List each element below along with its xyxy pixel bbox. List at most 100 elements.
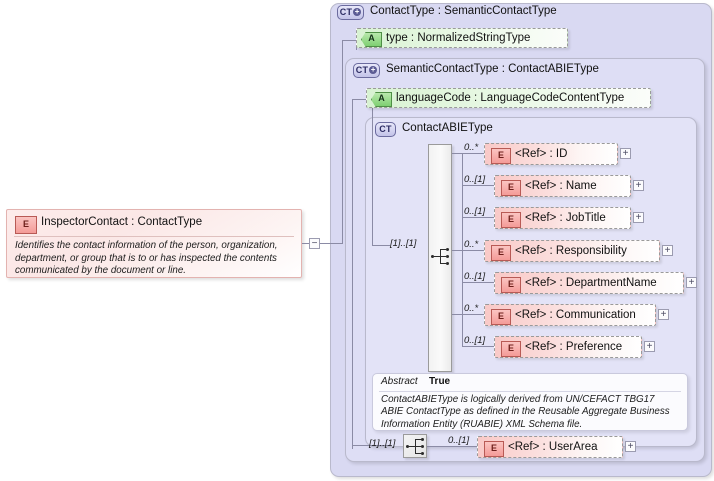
userarea-sequence-compositor[interactable]: [403, 434, 427, 458]
element-label: <Ref> : Communication: [515, 309, 636, 321]
attribute-label: languageCode : LanguageCodeContentType: [396, 92, 625, 104]
connector-line: [462, 282, 494, 283]
collapse-toggle[interactable]: −: [309, 238, 320, 249]
container-label-contacttype: ContactType : SemanticContactType: [370, 5, 557, 17]
connector-line: [352, 99, 366, 100]
element-label: <Ref> : DepartmentName: [525, 277, 657, 289]
connector-line: [302, 243, 309, 244]
element-icon: E: [501, 341, 521, 357]
occurrence-label: 0..[1]: [448, 435, 470, 446]
occurrence-label: 0..*: [464, 239, 479, 250]
expand-toggle[interactable]: +: [633, 212, 644, 223]
element-icon: E: [501, 180, 521, 196]
connector-line: [342, 40, 356, 41]
element-icon: E: [491, 245, 511, 261]
occurrence-label: 0..*: [464, 303, 479, 314]
connector-line: [452, 314, 484, 315]
abstract-documentation: ContactABIEType is logically derived fro…: [381, 394, 670, 430]
sequence-icon-dot: [446, 262, 449, 265]
sequence-icon-line: [441, 256, 446, 257]
sequence-icon-dot: [406, 445, 409, 448]
container-label-semanticcontacttype: SemanticContactType : ContactABIEType: [386, 63, 599, 75]
connector-line: [342, 40, 343, 244]
expand-toggle[interactable]: +: [662, 245, 673, 256]
element-icon: E: [491, 309, 511, 325]
expand-toggle[interactable]: +: [620, 148, 631, 159]
connector-line: [452, 153, 462, 154]
attribute-label: type : NormalizedStringType: [386, 32, 531, 44]
sequence-icon-line: [416, 446, 421, 447]
sequence-icon-line: [441, 263, 446, 264]
expand-plus-icon: +: [353, 7, 362, 16]
element-label: <Ref> : Preference: [525, 341, 623, 353]
sequence-icon-line: [416, 453, 421, 454]
attribute-row-languagecode[interactable]: A languageCode : LanguageCodeContentType: [366, 88, 651, 108]
element-icon: E: [491, 148, 511, 164]
element-label: <Ref> : Responsibility: [515, 245, 627, 257]
connector-line: [372, 99, 373, 245]
root-element-documentation: Identifies the contact information of th…: [15, 240, 278, 276]
connector-line: [462, 153, 484, 154]
attribute-row-type[interactable]: A type : NormalizedStringType: [356, 28, 568, 48]
expand-plus-icon: +: [369, 65, 378, 74]
sequence-icon-line: [440, 249, 441, 264]
element-row-departmentname[interactable]: E <Ref> : DepartmentName: [494, 272, 684, 294]
complextype-badge-contacttype[interactable]: CT+: [337, 5, 364, 20]
connector-line: [352, 445, 390, 446]
expand-toggle[interactable]: +: [625, 441, 636, 452]
abstract-value: True: [429, 376, 451, 387]
element-row-preference[interactable]: E <Ref> : Preference: [494, 336, 642, 358]
occurrence-label: 0..[1]: [464, 335, 486, 346]
expand-toggle[interactable]: +: [658, 309, 669, 320]
connector-line: [462, 217, 494, 218]
divider: [14, 236, 294, 237]
sequence-icon-line: [441, 249, 446, 250]
sequence-occurrence-label: [1]..[1]: [390, 238, 417, 249]
element-row-userarea[interactable]: E <Ref> : UserArea: [477, 436, 623, 458]
element-icon: E: [501, 212, 521, 228]
element-icon: E: [15, 216, 37, 234]
attribute-icon: A: [361, 32, 382, 47]
root-element-box[interactable]: E InspectorContact : ContactType Identif…: [6, 209, 302, 278]
connector-line: [452, 250, 484, 251]
element-row-responsibility[interactable]: E <Ref> : Responsibility: [484, 240, 660, 262]
occurrence-label: 0..[1]: [464, 206, 486, 217]
expand-toggle[interactable]: +: [686, 277, 697, 288]
divider: [379, 391, 681, 392]
sequence-icon-line: [416, 439, 421, 440]
abstract-documentation-panel: Abstract True ContactABIEType is logical…: [372, 373, 688, 431]
expand-toggle[interactable]: +: [633, 180, 644, 191]
userarea-sequence-occurrence: [1]..[1]: [369, 438, 396, 449]
root-element-title: InspectorContact : ContactType: [41, 216, 203, 228]
connector-line: [462, 346, 494, 347]
element-label: <Ref> : UserArea: [508, 441, 598, 453]
element-label: <Ref> : ID: [515, 148, 568, 160]
abstract-key: Abstract: [381, 376, 418, 387]
element-icon: E: [501, 277, 521, 293]
connector-line: [427, 446, 477, 447]
expand-toggle[interactable]: +: [644, 341, 655, 352]
complextype-badge-semanticcontacttype[interactable]: CT+: [353, 63, 380, 78]
sequence-icon-dot: [421, 438, 424, 441]
sequence-icon-line: [409, 446, 415, 447]
complextype-badge-contactabietype[interactable]: CT: [375, 122, 396, 137]
occurrence-label: 0..[1]: [464, 174, 486, 185]
connector-line: [462, 153, 463, 346]
sequence-icon-dot: [446, 248, 449, 251]
element-row-name[interactable]: E <Ref> : Name: [494, 175, 631, 197]
sequence-icon-line: [415, 439, 416, 454]
element-label: <Ref> : JobTitle: [525, 212, 606, 224]
element-row-id[interactable]: E <Ref> : ID: [484, 143, 618, 165]
connector-line: [352, 99, 353, 449]
connector-line: [372, 245, 390, 246]
element-label: <Ref> : Name: [525, 180, 597, 192]
element-row-jobtitle[interactable]: E <Ref> : JobTitle: [494, 207, 631, 229]
sequence-icon-dot: [421, 445, 424, 448]
sequence-icon-dot: [421, 452, 424, 455]
container-label-contactabietype: ContactABIEType: [402, 122, 493, 134]
connector-line: [320, 243, 342, 244]
sequence-compositor[interactable]: [428, 144, 452, 372]
element-row-communication[interactable]: E <Ref> : Communication: [484, 304, 656, 326]
connector-line: [462, 185, 494, 186]
